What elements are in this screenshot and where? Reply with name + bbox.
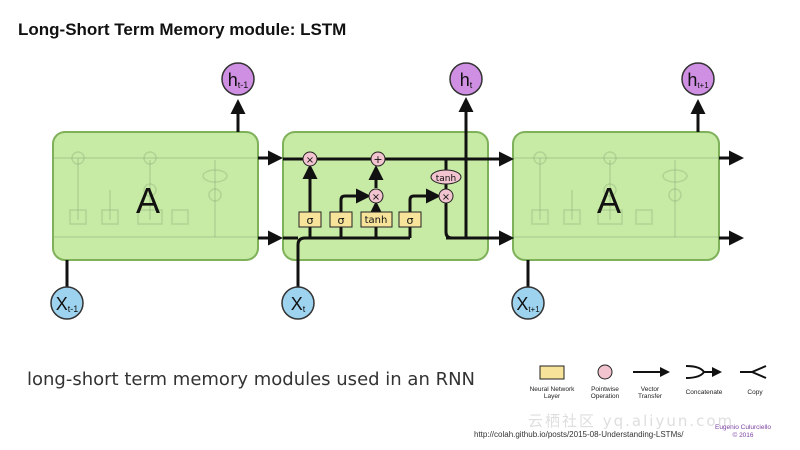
input-node-t: [281, 286, 315, 320]
center-cell-wiring: [283, 97, 514, 290]
hidden-t-sub: t: [470, 80, 473, 90]
legend-label-copy: Copy: [747, 389, 763, 396]
input-multiply-op: ×: [372, 192, 380, 203]
hidden-t+1-sub: t+1: [697, 81, 709, 90]
pointwise-tanh-op: tanh: [436, 174, 456, 184]
hidden-t+1-base: h: [687, 70, 697, 90]
credit-year: © 2016: [732, 432, 754, 439]
input-t-1-base: X: [56, 294, 68, 314]
center-cell-pointwise-ops: × + × × tanh: [302, 151, 462, 204]
input-nodes: Xt-1 Xt Xt+1: [50, 286, 545, 320]
hidden-t-1-base: h: [228, 70, 238, 90]
input-node-t+1: [511, 286, 545, 320]
input-t-sub: t: [303, 304, 306, 314]
svg-text:Xt-1: Xt-1: [56, 294, 79, 314]
svg-text:ht-1: ht-1: [228, 70, 249, 90]
svg-text:Xt+1: Xt+1: [516, 294, 540, 314]
module-center: [282, 131, 489, 261]
output-multiply-op: ×: [442, 192, 450, 203]
hidden-state-nodes: ht-1 ht ht+1: [221, 62, 715, 96]
neural-network-layer-icon: [539, 365, 565, 380]
pointwise-operation-icon: [597, 364, 613, 380]
diagram-title: Long-Short Term Memory module: LSTM: [18, 20, 347, 39]
module-left-label: A: [136, 180, 160, 221]
credit-name: Eugenio Culurciello: [714, 424, 771, 431]
hidden-node-t: [449, 62, 483, 96]
input-t+1-base: X: [516, 294, 528, 314]
watermark: 云栖社区 yq.aliyun.com: [528, 412, 735, 430]
forget-gate-layer: σ: [307, 214, 314, 227]
svg-text:Xt: Xt: [291, 294, 306, 314]
input-t-1-sub: t-1: [68, 304, 79, 314]
hidden-t-base: h: [460, 70, 470, 90]
copy-icon: [740, 365, 767, 379]
input-node-t-1: [50, 286, 84, 320]
credit: Eugenio Culurciello © 2016: [712, 424, 774, 440]
svg-text:ht+1: ht+1: [687, 70, 709, 90]
module-right: [512, 131, 720, 261]
legend-label-concatenate: Concatenate: [686, 389, 723, 396]
svg-text:ht: ht: [460, 70, 473, 90]
module-left: [52, 131, 259, 261]
hidden-node-t-1: [221, 62, 255, 96]
module-left-faint-internals: [53, 151, 258, 238]
concatenate-icon: [685, 366, 720, 378]
input-t+1-sub: t+1: [528, 305, 540, 314]
center-cell-layers: σ σ tanh σ: [298, 211, 422, 228]
hidden-node-t+1: [681, 62, 715, 96]
forget-multiply-op: ×: [306, 155, 314, 166]
module-right-faint-internals: [513, 151, 719, 238]
module-right-label: A: [597, 180, 621, 221]
cell-add-op: +: [373, 153, 382, 166]
candidate-tanh-layer: tanh: [365, 215, 388, 226]
source-url: http://colah.github.io/posts/2015-08-Und…: [474, 430, 684, 439]
caption: long-short term memory modules used in a…: [27, 369, 476, 390]
hidden-t-1-sub: t-1: [238, 80, 249, 90]
output-gate-layer: σ: [407, 214, 414, 227]
input-gate-layer: σ: [338, 214, 345, 227]
input-t-base: X: [291, 294, 303, 314]
